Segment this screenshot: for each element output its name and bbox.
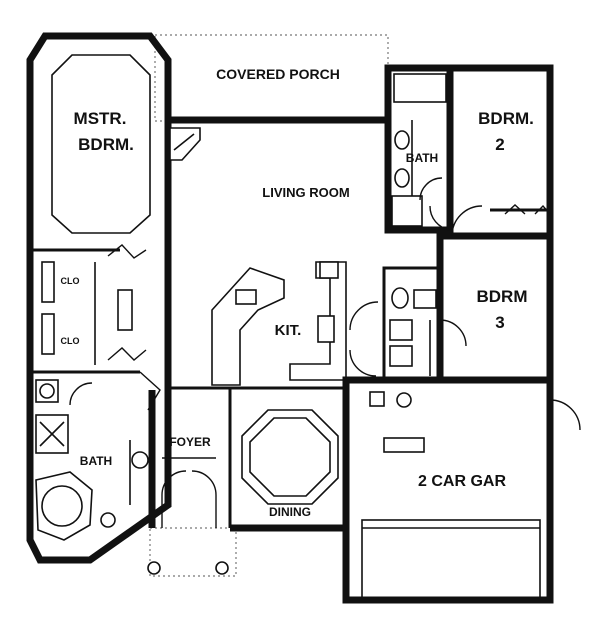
upper-bath-closet — [391, 195, 423, 227]
hall-door-upper — [429, 205, 451, 231]
foyer-label: FOYER — [169, 435, 211, 449]
kitchen-label: KIT. — [275, 322, 302, 339]
upper-bath-tub — [393, 73, 447, 103]
bedroom3-label-1: BDRM — [477, 287, 528, 306]
closet-door-upper — [107, 244, 147, 259]
master-bed-outline — [51, 54, 151, 234]
fireplace — [169, 127, 201, 161]
refrigerator — [319, 261, 339, 279]
bedroom2-door — [451, 205, 483, 237]
garage-label: 2 CAR GAR — [418, 473, 506, 490]
range — [317, 315, 335, 343]
upper-bath-sink-1 — [394, 130, 410, 150]
master-wing-wall — [26, 32, 172, 564]
bedroom3-label-2: 3 — [495, 313, 504, 332]
garage-side-door — [549, 399, 581, 431]
stoop-light-left — [147, 561, 161, 575]
closet-shelf-1 — [41, 261, 55, 303]
washer — [389, 319, 413, 341]
dining-table — [241, 409, 339, 505]
hall-sink — [413, 289, 437, 309]
master-shower — [35, 414, 69, 454]
master-bedroom-label-1: MSTR. — [74, 109, 127, 128]
sink-2 — [100, 512, 116, 528]
hall-toilet — [391, 287, 409, 309]
entry-door-right — [191, 470, 217, 528]
closet-label-2: CLO — [61, 336, 80, 346]
bedroom2-wall — [450, 64, 554, 236]
kitchen-island — [211, 267, 285, 386]
shower-x-2 — [39, 421, 65, 447]
bedroom2-label-1: BDRM. — [478, 109, 534, 128]
laundry-door — [349, 301, 379, 331]
vanity-sink — [131, 451, 149, 469]
bedroom3-door — [439, 319, 467, 347]
garage-entry-door — [349, 349, 377, 377]
stoop-light-right — [215, 561, 229, 575]
master-toilet-bowl — [39, 383, 55, 399]
fireplace-hearth — [173, 133, 195, 151]
garage-wall — [342, 376, 554, 604]
upper-bath-wall — [384, 64, 454, 234]
dryer — [389, 345, 413, 367]
master-bath-label: BATH — [80, 454, 112, 468]
closet-label-1: CLO — [61, 276, 80, 286]
upper-bath-sink-2 — [394, 168, 410, 188]
dining-label: DINING — [269, 505, 311, 519]
upper-bath-label: BATH — [406, 151, 438, 165]
upper-bath-door — [419, 177, 443, 201]
closet-door-lower — [107, 347, 147, 361]
bedroom3-wall — [436, 236, 550, 384]
garage-door — [361, 519, 541, 599]
covered-porch-label: COVERED PORCH — [216, 66, 340, 82]
closet-dresser — [117, 289, 133, 331]
entry-door-left — [161, 470, 187, 528]
master-bath-door — [69, 382, 93, 406]
furnace — [396, 392, 412, 408]
bedroom2-label-2: 2 — [495, 135, 504, 154]
tub-basin — [41, 485, 83, 527]
closet-shelf-2 — [41, 313, 55, 355]
bedroom2-closet-door — [504, 204, 551, 215]
master-bedroom-label-2: BDRM. — [78, 135, 134, 154]
dining-table-inner — [249, 417, 331, 497]
garage-shelf — [383, 437, 425, 453]
water-heater — [369, 391, 385, 407]
front-stoop-outline — [149, 527, 237, 577]
kitchen-sink — [235, 289, 257, 305]
living-room-label: LIVING ROOM — [262, 185, 349, 200]
